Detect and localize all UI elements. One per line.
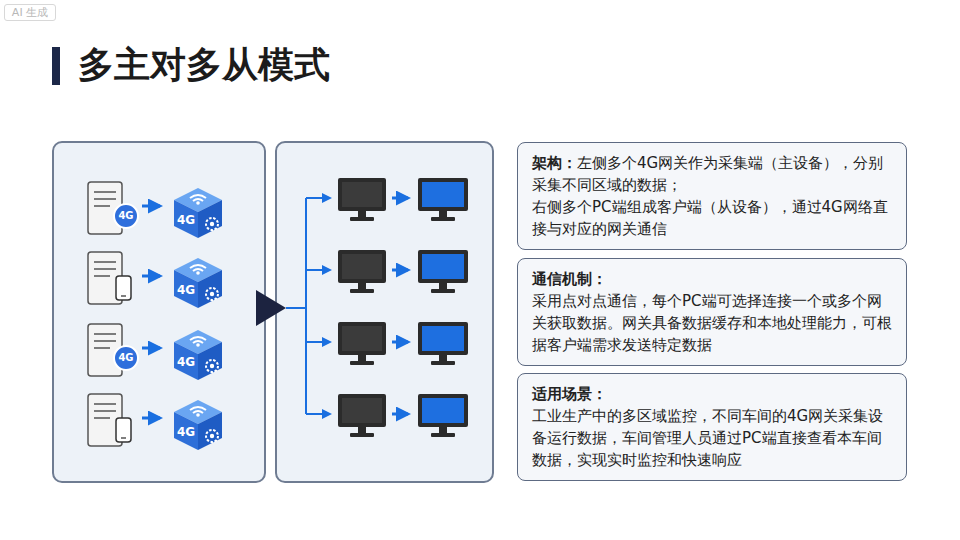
cube-label: 4G [175,355,197,369]
client-panel [276,142,493,482]
badge-text: 4G [114,351,138,365]
gateway-cube: 4G [170,254,226,310]
box-heading: 架构： [532,154,577,172]
box-heading: 适用场景： [532,383,892,405]
flow-triangle [256,290,286,326]
monitor-icons [338,178,468,437]
slide-title: 多主对多从模式 [78,40,330,90]
cube-label: 4G [175,425,197,439]
cube-outline [170,326,226,382]
cube-outline [170,254,226,310]
cube-outline [170,184,226,240]
info-box: 适用场景：工业生产中的多区域监控，不同车间的4G网关采集设备运行数据，车间管理人… [517,373,907,481]
gateway-cube: 4G [170,184,226,240]
box-body: 左侧多个4G网关作为采集端（主设备），分别采集不同区域的数据； [532,154,883,194]
box-body: 采用点对点通信，每个PC端可选择连接一个或多个网关获取数据。网关具备数据缓存和本… [532,290,892,356]
small-arrows [142,206,160,418]
server-icons [88,182,138,446]
info-box: 通信机制：采用点对点通信，每个PC端可选择连接一个或多个网关获取数据。网关具备数… [517,258,907,366]
branch-lines [286,198,330,414]
box-heading: 通信机制： [532,268,892,290]
cube-label: 4G [175,283,197,297]
gateway-panel [53,142,265,482]
badge-text: 4G [114,209,138,223]
title-bar [52,47,60,85]
box-body: 工业生产中的多区域监控，不同车间的4G网关采集设备运行数据，车间管理人员通过PC… [532,405,892,471]
box-body: 右侧多个PC端组成客户端（从设备），通过4G网络直接与对应的网关通信 [532,196,892,240]
gateway-cube: 4G [170,396,226,452]
gateway-cube: 4G [170,326,226,382]
watermark: AI 生成 [4,4,56,21]
info-box: 架构：左侧多个4G网关作为采集端（主设备），分别采集不同区域的数据；右侧多个PC… [517,142,907,250]
cube-label: 4G [175,213,197,227]
cube-outline [170,396,226,452]
